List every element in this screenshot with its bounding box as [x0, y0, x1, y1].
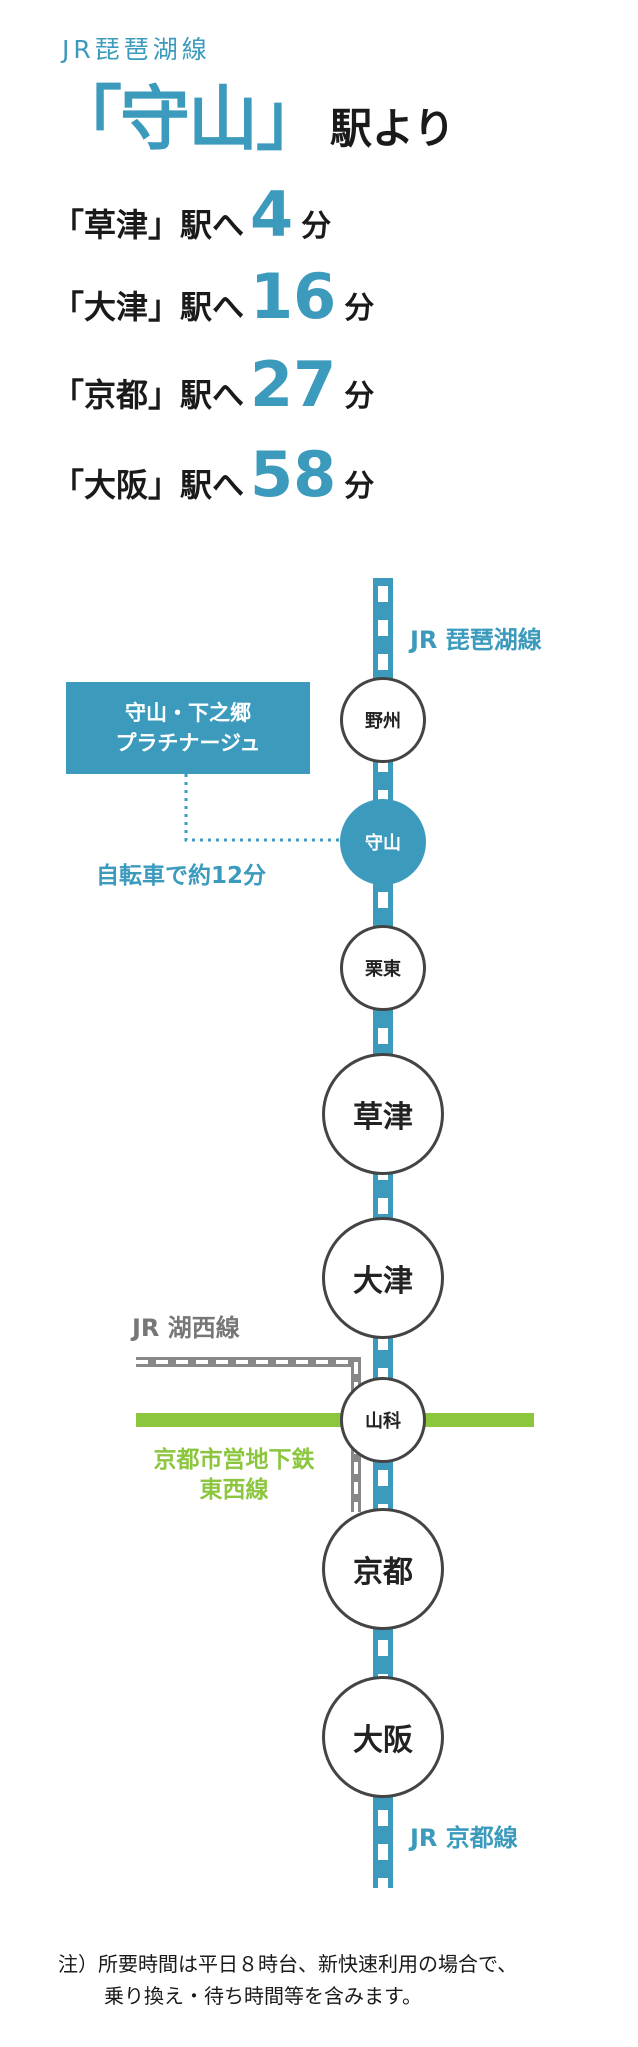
- time-destination: 「大阪」駅へ: [52, 466, 245, 504]
- title-station-name: 「守山」: [52, 78, 326, 160]
- facility-box: 守山・下之郷 プラチナージュ: [66, 682, 310, 774]
- time-destination: 「京都」駅へ: [52, 376, 245, 414]
- label-jr-kosei-line: JR 湖西線: [132, 1314, 240, 1342]
- facility-name-line2: プラチナージュ: [115, 731, 261, 755]
- time-minutes: 58: [250, 438, 337, 511]
- station-label: 山科: [365, 1411, 401, 1432]
- station-osaka: 大阪: [322, 1676, 444, 1798]
- time-unit: 分: [344, 469, 375, 504]
- time-row-kyoto: 「京都」駅へ 27 分: [52, 354, 374, 416]
- time-minutes: 27: [250, 348, 337, 421]
- station-kusatsu: 草津: [322, 1053, 444, 1175]
- subway-label-line1: 京都市営地下鉄: [153, 1447, 315, 1473]
- station-label: 大津: [353, 1264, 413, 1299]
- time-destination: 「大津」駅へ: [52, 288, 245, 326]
- time-unit: 分: [344, 291, 375, 326]
- subway-tozai-line: [136, 1413, 534, 1427]
- station-label: 大阪: [353, 1723, 413, 1758]
- footnote-line1: 注）所要時間は平日８時台、新快速利用の場合で、: [58, 1952, 518, 1976]
- time-unit: 分: [344, 379, 375, 414]
- time-row-osaka: 「大阪」駅へ 58 分: [52, 444, 374, 506]
- station-otsu: 大津: [322, 1217, 444, 1339]
- time-row-otsu: 「大津」駅へ 16 分: [52, 266, 374, 328]
- label-jr-biwako-line: JR 琵琶湖線: [410, 626, 542, 654]
- station-rittou: 栗東: [340, 925, 426, 1011]
- station-kyoto: 京都: [322, 1508, 444, 1630]
- time-unit: 分: [301, 209, 332, 244]
- station-label: 野州: [365, 711, 401, 732]
- subway-label-line2: 東西線: [199, 1476, 269, 1503]
- label-subway-tozai-line: 京都市営地下鉄 東西線: [136, 1446, 332, 1506]
- station-yasu: 野州: [340, 677, 426, 763]
- footnote-line2: 乗り換え・待ち時間等を含みます。: [104, 1984, 422, 2008]
- footnote: 注）所要時間は平日８時台、新快速利用の場合で、 乗り換え・待ち時間等を含みます。: [58, 1948, 618, 2012]
- station-label: 京都: [353, 1555, 413, 1590]
- bike-route-connector: [184, 774, 342, 842]
- page-title: 「守山」 駅より: [52, 64, 455, 154]
- title-suffix: 駅より: [330, 104, 456, 153]
- station-yamashina: 山科: [340, 1377, 426, 1463]
- station-label: 草津: [353, 1100, 413, 1135]
- jr-kosei-line-dashes: [136, 1360, 358, 1512]
- station-label: 栗東: [365, 959, 401, 980]
- time-minutes: 16: [250, 260, 337, 333]
- label-jr-kyoto-line: JR 京都線: [410, 1824, 518, 1852]
- time-minutes: 4: [250, 178, 294, 251]
- time-row-kusatsu: 「草津」駅へ 4 分: [52, 184, 331, 246]
- time-destination: 「草津」駅へ: [52, 206, 245, 244]
- station-moriyama: 守山: [340, 799, 426, 885]
- line-name-label: JR琵琶湖線: [62, 35, 211, 64]
- bike-access-label: 自転車で約12分: [96, 863, 267, 889]
- station-label: 守山: [365, 833, 401, 854]
- facility-name-line1: 守山・下之郷: [125, 700, 251, 725]
